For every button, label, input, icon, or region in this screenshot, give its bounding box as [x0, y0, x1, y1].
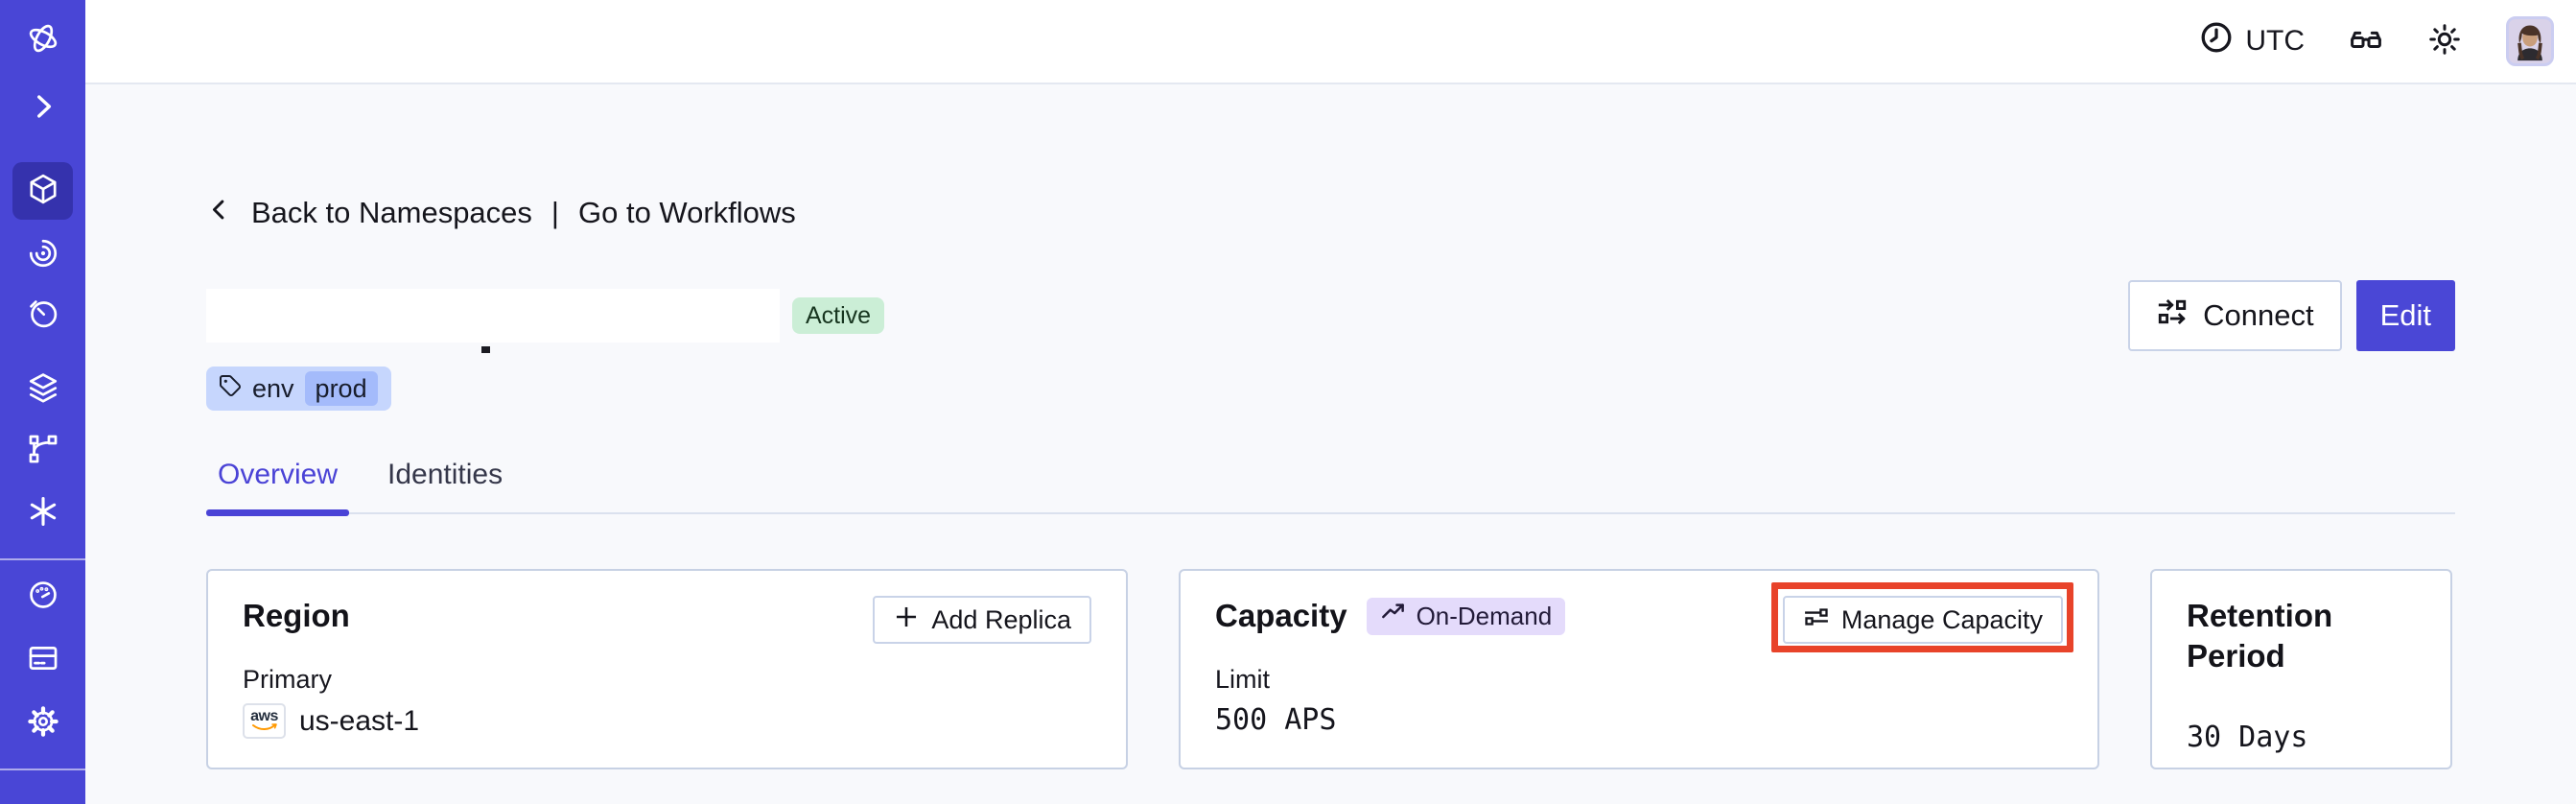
sidebar-item-batch-operations[interactable] [0, 422, 85, 480]
summary-cards: Region Add Replica Primary aws us-east-1 [206, 569, 2455, 769]
connect-icon [2156, 296, 2189, 336]
aws-provider-icon: aws [243, 703, 286, 739]
sidebar [0, 0, 85, 804]
tag-icon [219, 374, 242, 404]
status-badge: Active [792, 297, 885, 334]
sidebar-item-billing[interactable] [0, 631, 85, 689]
region-card-title: Region [243, 598, 350, 633]
capacity-value: 500 APS [1215, 703, 1337, 737]
spiral-icon [27, 237, 59, 274]
retention-card-title: Retention Period [2187, 598, 2333, 674]
clock-icon [2199, 20, 2234, 62]
tag-value-pill: prod [304, 371, 378, 406]
tag-key: env [252, 373, 294, 403]
breadcrumb: Back to Namespaces | Go to Workflows [206, 196, 2455, 230]
user-avatar[interactable] [2506, 16, 2554, 66]
region-primary-label: Primary [243, 665, 332, 694]
topbar: UTC [85, 0, 2576, 84]
tag-chip-env: env prod [206, 367, 391, 411]
back-chevron-icon[interactable] [206, 196, 232, 230]
retention-card: Retention Period 30 Days [2150, 569, 2452, 769]
billing-card-icon [27, 642, 59, 679]
title-period-artifact [481, 346, 490, 353]
layers-icon [27, 371, 59, 409]
trending-up-icon [1380, 600, 1406, 632]
sidebar-item-schedules[interactable] [0, 287, 85, 344]
add-replica-label: Add Replica [931, 604, 1071, 634]
timezone-selector[interactable]: UTC [2199, 20, 2305, 62]
tab-identities[interactable]: Identities [387, 459, 503, 490]
chevron-right-icon [27, 90, 59, 128]
main-content: Back to Namespaces | Go to Workflows Act… [85, 86, 2576, 804]
breadcrumb-separator: | [550, 196, 559, 229]
namespace-title-redacted [206, 289, 780, 343]
connect-label: Connect [2203, 298, 2314, 332]
theme-toggle-sun-icon[interactable] [2427, 22, 2462, 61]
sidebar-item-bottom-partial[interactable] [0, 789, 85, 804]
breadcrumb-go-to-workflows-link[interactable]: Go to Workflows [577, 196, 796, 229]
retention-value: 30 Days [2187, 721, 2308, 754]
add-replica-button[interactable]: Add Replica [873, 596, 1091, 644]
capacity-card-title: Capacity [1215, 598, 1347, 633]
on-demand-label: On-Demand [1416, 601, 1553, 630]
on-demand-badge: On-Demand [1366, 597, 1566, 635]
connect-button[interactable]: Connect [2128, 280, 2342, 351]
tab-overview[interactable]: Overview [206, 459, 350, 516]
timezone-label: UTC [2245, 25, 2305, 57]
sidebar-item-expand[interactable] [0, 80, 85, 137]
timer-icon [27, 297, 59, 335]
annotation-highlight: Manage Capacity [1770, 582, 2074, 652]
sidebar-item-usage[interactable] [0, 568, 85, 626]
sidebar-item-workflows[interactable] [0, 226, 85, 284]
edit-button[interactable]: Edit [2355, 280, 2455, 351]
tag-row: env prod [206, 367, 2455, 411]
partial-circle-icon [27, 799, 59, 804]
manage-capacity-button[interactable]: Manage Capacity [1782, 596, 2063, 644]
sidebar-divider [0, 769, 85, 770]
sidebar-item-nexus[interactable] [0, 485, 85, 542]
branch-icon [27, 433, 59, 470]
asterisk-icon [27, 495, 59, 532]
namespace-header: Active Connect Edit [206, 280, 2455, 353]
sliders-icon [1803, 603, 1830, 637]
labs-glasses-icon[interactable] [2349, 22, 2383, 61]
sidebar-divider [0, 558, 85, 560]
region-card: Region Add Replica Primary aws us-east-1 [206, 569, 1128, 769]
sidebar-item-settings[interactable] [0, 695, 85, 752]
capacity-card: Capacity On-Demand Manage Capacity Limit [1179, 569, 2099, 769]
region-value: us-east-1 [299, 704, 420, 737]
capacity-limit-label: Limit [1215, 665, 1271, 694]
temporal-logo-icon [27, 22, 59, 59]
plus-icon [893, 603, 920, 637]
cube-icon [27, 173, 59, 210]
sidebar-item-deployments[interactable] [0, 361, 85, 418]
gear-icon [27, 705, 59, 743]
sidebar-item-logo[interactable] [0, 12, 85, 69]
tab-bar: Overview Identities [206, 459, 2455, 516]
sidebar-item-namespaces[interactable] [0, 162, 85, 220]
breadcrumb-back-link[interactable]: Back to Namespaces [251, 196, 532, 229]
manage-capacity-label: Manage Capacity [1840, 604, 2043, 634]
gauge-icon [27, 579, 59, 616]
